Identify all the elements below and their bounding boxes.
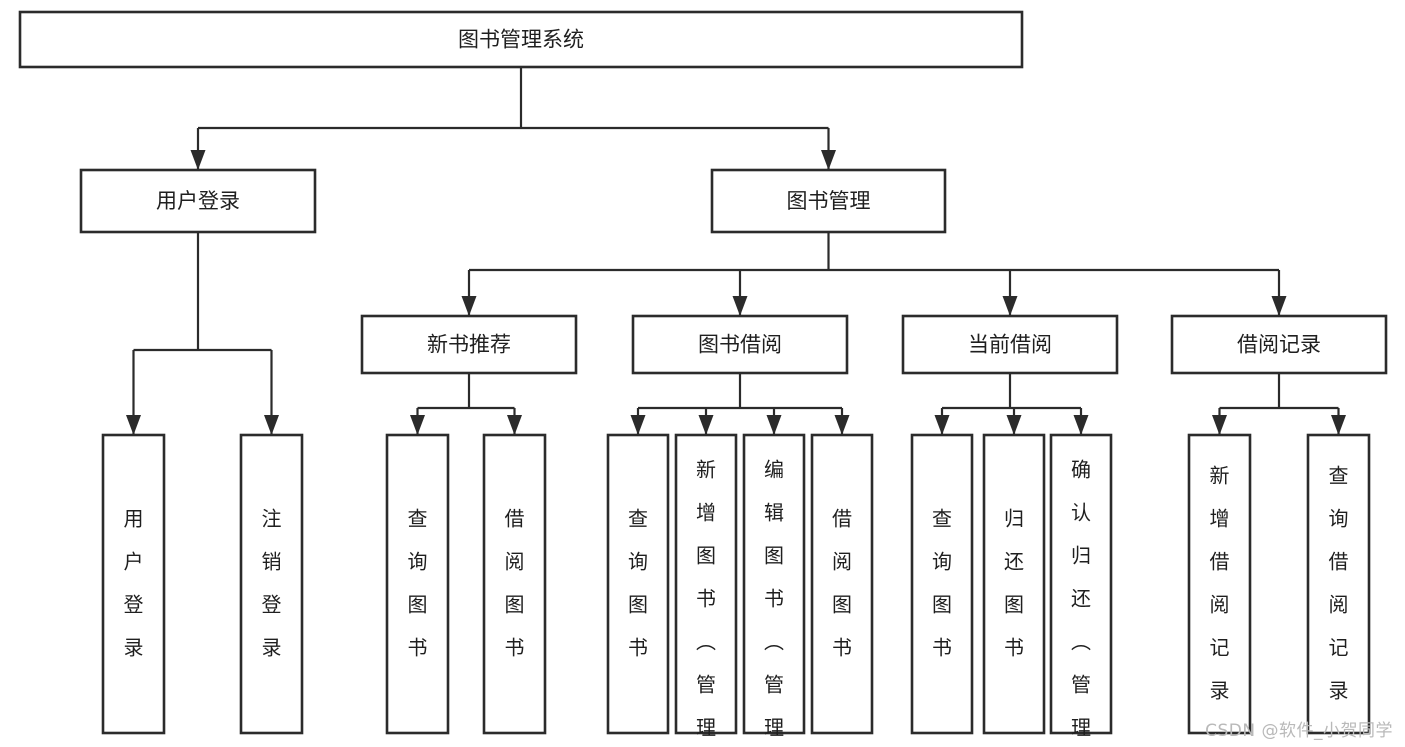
level3-node-3[interactable]: 借阅记录 xyxy=(1170,314,1388,375)
leaf-node-1-label: 注销登录 xyxy=(262,506,282,659)
level3-1-children-arrow-1 xyxy=(698,415,714,435)
leaf-node-1[interactable]: 注销登录 xyxy=(239,433,304,735)
leaf-node-9[interactable]: 归还图书 xyxy=(982,433,1046,735)
leaf-node-11-label: 新增借阅记录 xyxy=(1210,463,1230,702)
user-login-children-arrow-0 xyxy=(126,415,141,435)
level3-node-2[interactable]: 当前借阅 xyxy=(901,314,1119,375)
leaf-node-2[interactable]: 查询图书 xyxy=(385,433,450,735)
leaf-node-2-box xyxy=(385,433,450,735)
root-node-label: 图书管理系统 xyxy=(458,28,584,52)
level3-node-0[interactable]: 新书推荐 xyxy=(360,314,578,375)
book-mgmt-children-arrow-1 xyxy=(732,296,748,316)
level3-node-0-label: 新书推荐 xyxy=(427,333,511,357)
level3-node-1-label: 图书借阅 xyxy=(698,333,782,357)
leaf-node-7[interactable]: 借阅图书 xyxy=(810,433,874,735)
level3-3-children-arrow-0 xyxy=(1212,415,1227,435)
user-login-children-arrow-1 xyxy=(264,415,279,435)
leaf-node-3-label: 借阅图书 xyxy=(505,506,525,659)
level3-1-children-arrow-2 xyxy=(766,415,782,435)
leaf-node-6-label: 编辑图书︵管理员︶ xyxy=(764,457,784,747)
connector-layer xyxy=(126,67,1346,435)
leaf-node-6[interactable]: 编辑图书︵管理员︶ xyxy=(742,433,806,747)
leaf-node-12-box xyxy=(1306,433,1371,735)
level2-node-0[interactable]: 用户登录 xyxy=(79,168,317,234)
leaf-node-9-label: 归还图书 xyxy=(1004,506,1024,659)
leaf-node-8-label: 查询图书 xyxy=(932,506,952,659)
level3-2-children-arrow-1 xyxy=(1006,415,1022,435)
leaf-node-0-label: 用户登录 xyxy=(124,506,144,659)
leaf-node-0-box xyxy=(101,433,166,735)
leaf-node-7-label: 借阅图书 xyxy=(832,506,852,659)
leaf-node-12-label: 查询借阅记录 xyxy=(1329,463,1349,702)
level3-node-1[interactable]: 图书借阅 xyxy=(631,314,849,375)
root-node[interactable]: 图书管理系统 xyxy=(18,10,1024,69)
leaf-node-2-label: 查询图书 xyxy=(408,506,428,659)
level3-node-2-box xyxy=(901,314,1119,375)
node-layer: 图书管理系统用户登录图书管理新书推荐图书借阅当前借阅借阅记录用户登录注销登录查询… xyxy=(18,10,1388,747)
level3-node-3-label: 借阅记录 xyxy=(1237,333,1321,357)
leaf-node-12[interactable]: 查询借阅记录 xyxy=(1306,433,1371,735)
level3-1-children-arrow-3 xyxy=(834,415,850,435)
level2-node-1-label: 图书管理 xyxy=(787,189,871,213)
level2-node-1[interactable]: 图书管理 xyxy=(710,168,947,234)
leaf-node-9-box xyxy=(982,433,1046,735)
level3-0-children-arrow-0 xyxy=(410,415,425,435)
leaf-node-3-box xyxy=(482,433,547,735)
root-to-level2-arrow-1 xyxy=(821,150,836,170)
level2-node-0-label: 用户登录 xyxy=(156,189,240,213)
leaf-node-4-label: 查询图书 xyxy=(628,506,648,659)
leaf-node-7-box xyxy=(810,433,874,735)
leaf-node-0[interactable]: 用户登录 xyxy=(101,433,166,735)
leaf-node-10[interactable]: 确认归还︵管理员︶ xyxy=(1049,433,1113,747)
level3-3-children-arrow-1 xyxy=(1331,415,1346,435)
leaf-node-5-box xyxy=(674,433,738,735)
level2-node-1-box xyxy=(710,168,947,234)
book-mgmt-children-arrow-3 xyxy=(1271,296,1287,316)
watermark-text: CSDN @软件_小贺同学 xyxy=(1205,721,1393,741)
leaf-node-4[interactable]: 查询图书 xyxy=(606,433,670,735)
root-to-level2-arrow-0 xyxy=(190,150,206,170)
leaf-node-5-label: 新增图书︵管理员︶ xyxy=(696,457,716,747)
leaf-node-10-label: 确认归还︵管理员︶ xyxy=(1071,457,1091,747)
level3-node-2-label: 当前借阅 xyxy=(968,333,1052,357)
leaf-node-6-box xyxy=(742,433,806,735)
level3-2-children-arrow-0 xyxy=(934,415,950,435)
level3-node-3-box xyxy=(1170,314,1388,375)
book-mgmt-children-arrow-2 xyxy=(1002,296,1018,316)
leaf-node-11-box xyxy=(1187,433,1252,735)
level3-node-0-box xyxy=(360,314,578,375)
leaf-node-8[interactable]: 查询图书 xyxy=(910,433,974,735)
level3-2-children-arrow-2 xyxy=(1073,415,1089,435)
leaf-node-3[interactable]: 借阅图书 xyxy=(482,433,547,735)
level3-0-children-arrow-1 xyxy=(507,415,522,435)
leaf-node-5[interactable]: 新增图书︵管理员︶ xyxy=(674,433,738,747)
leaf-node-11[interactable]: 新增借阅记录 xyxy=(1187,433,1252,735)
leaf-node-10-box xyxy=(1049,433,1113,735)
level2-node-0-box xyxy=(79,168,317,234)
leaf-node-8-box xyxy=(910,433,974,735)
book-mgmt-children-arrow-0 xyxy=(461,296,477,316)
leaf-node-1-box xyxy=(239,433,304,735)
level3-node-1-box xyxy=(631,314,849,375)
leaf-node-4-box xyxy=(606,433,670,735)
root-node-box xyxy=(18,10,1024,69)
level3-1-children-arrow-0 xyxy=(630,415,646,435)
